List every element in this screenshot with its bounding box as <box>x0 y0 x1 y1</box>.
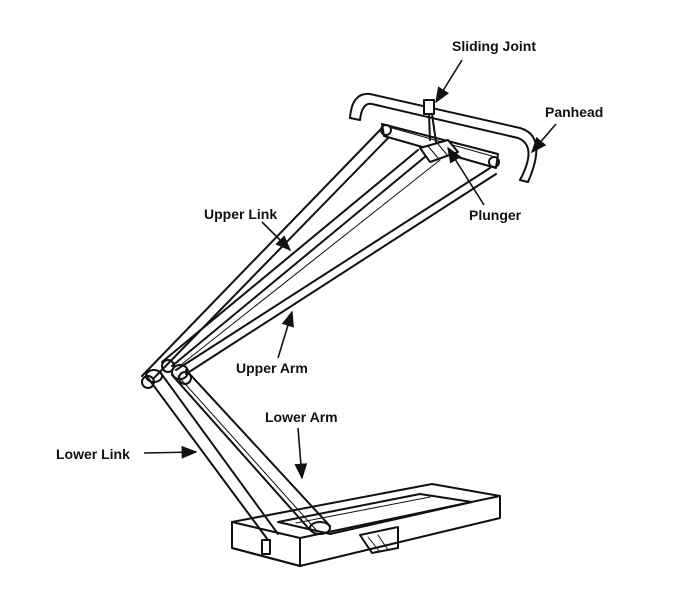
lower-arm-label: Lower Arm <box>265 409 338 425</box>
lower-link <box>145 369 279 541</box>
lower-link-leader <box>143 445 198 459</box>
panhead-label: Panhead <box>545 104 604 120</box>
lower-arm <box>171 364 331 535</box>
lower-link-label: Lower Link <box>56 446 130 462</box>
lower-arm-leader <box>294 427 308 480</box>
upper-link-leader <box>261 221 292 252</box>
sliding-joint-label: Sliding Joint <box>452 38 536 54</box>
upper-arm-label: Upper Arm <box>236 360 308 376</box>
sliding-joint-leader <box>435 59 463 104</box>
head-frame <box>380 123 500 169</box>
upper-link-label: Upper Link <box>204 206 278 222</box>
upper-link <box>141 127 393 379</box>
panhead-leader <box>530 123 557 154</box>
plunger-label: Plunger <box>469 207 522 223</box>
knuckle-joint <box>141 359 192 389</box>
upper-arm <box>161 149 497 375</box>
panhead <box>349 92 538 183</box>
upper-arm-leader <box>277 310 294 359</box>
plunger-leader <box>447 146 485 206</box>
base-frame <box>231 483 501 567</box>
